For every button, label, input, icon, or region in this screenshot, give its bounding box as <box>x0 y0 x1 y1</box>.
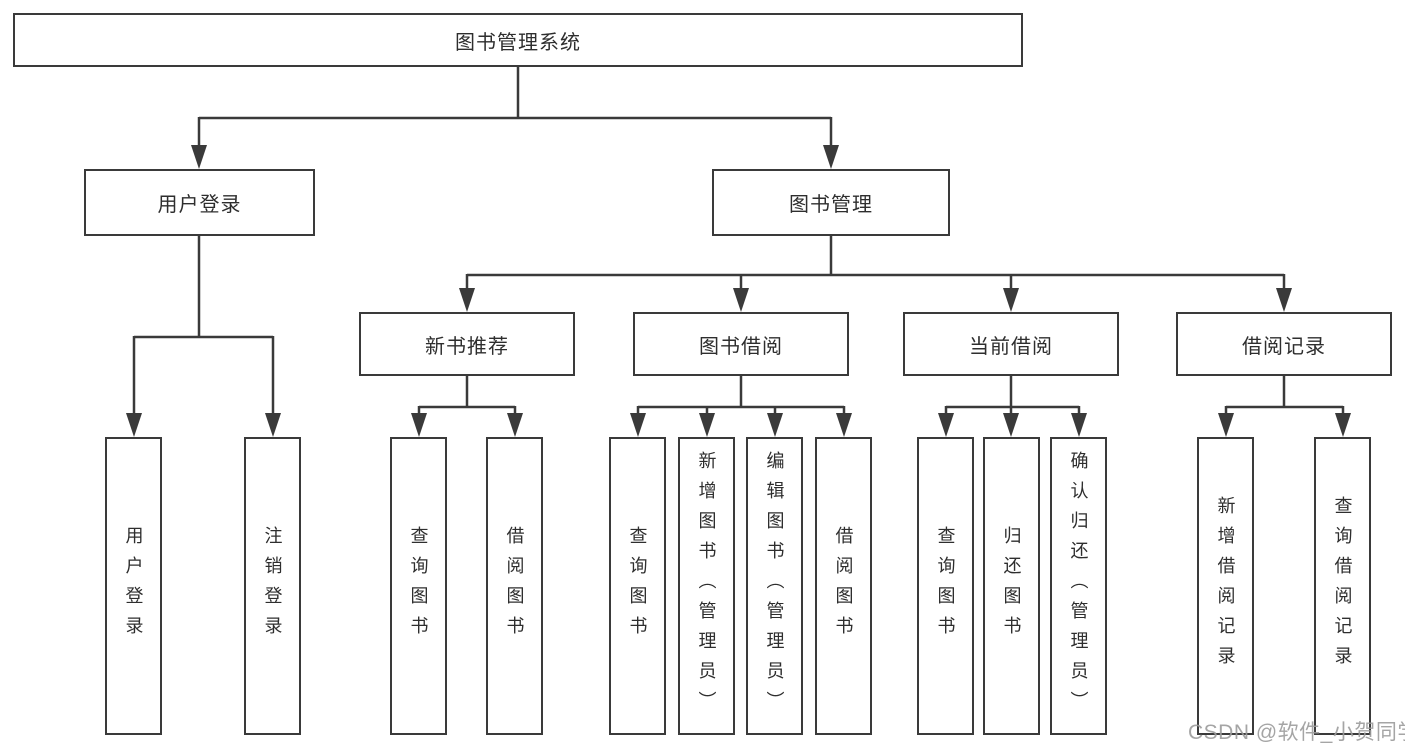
leaf-label: 借阅图书 <box>504 526 525 646</box>
node-label: 用户登录 <box>157 194 242 216</box>
leaf-edit-books-admin: 编辑图书（管理员） <box>746 437 803 735</box>
leaf-label: 查询图书 <box>627 526 648 646</box>
leaf-confirm-return-admin: 确认归还（管理员） <box>1050 437 1107 735</box>
node-new-book-recommendation: 新书推荐 <box>359 312 575 376</box>
node-borrowing-records: 借阅记录 <box>1176 312 1392 376</box>
leaf-user-login: 用户登录 <box>105 437 162 735</box>
leaf-return-books: 归还图书 <box>983 437 1040 735</box>
leaf-borrow-books-borrowing: 借阅图书 <box>815 437 872 735</box>
node-label: 图书管理 <box>789 194 873 216</box>
leaf-label: 借阅图书 <box>833 526 854 646</box>
leaf-logout: 注销登录 <box>244 437 301 735</box>
arrowheads <box>126 145 1351 437</box>
leaf-label: 注销登录 <box>262 526 283 646</box>
leaf-borrow-books-recommend: 借阅图书 <box>486 437 543 735</box>
leaf-label: 用户登录 <box>123 526 144 646</box>
leaf-label: 新增借阅记录 <box>1215 496 1236 676</box>
node-label: 图书管理系统 <box>455 31 581 54</box>
leaf-label: 编辑图书（管理员） <box>764 451 785 721</box>
leaf-add-borrow-record: 新增借阅记录 <box>1197 437 1254 735</box>
leaf-query-books-recommend: 查询图书 <box>390 437 447 735</box>
node-book-borrowing: 图书借阅 <box>633 312 849 376</box>
leaf-query-books-borrowing: 查询图书 <box>609 437 666 735</box>
node-label: 当前借阅 <box>969 335 1053 358</box>
leaf-query-books-current: 查询图书 <box>917 437 974 735</box>
leaf-label: 查询图书 <box>935 526 956 646</box>
leaf-query-borrow-record: 查询借阅记录 <box>1314 437 1371 735</box>
leaf-add-books-admin: 新增图书（管理员） <box>678 437 735 735</box>
node-label: 新书推荐 <box>425 335 509 358</box>
node-current-borrowing: 当前借阅 <box>903 312 1119 376</box>
leaf-label: 归还图书 <box>1001 526 1022 646</box>
leaf-label: 查询图书 <box>408 526 429 646</box>
node-label: 借阅记录 <box>1242 335 1326 358</box>
leaf-label: 查询借阅记录 <box>1332 496 1353 676</box>
node-user-login: 用户登录 <box>84 169 315 236</box>
node-library-management-system: 图书管理系统 <box>13 13 1023 67</box>
leaf-label: 确认归还（管理员） <box>1068 451 1089 721</box>
leaf-label: 新增图书（管理员） <box>696 451 717 721</box>
node-book-management: 图书管理 <box>712 169 950 236</box>
node-label: 图书借阅 <box>699 335 783 358</box>
csdn-watermark: CSDN @软件_小贺同学 <box>1188 721 1405 744</box>
